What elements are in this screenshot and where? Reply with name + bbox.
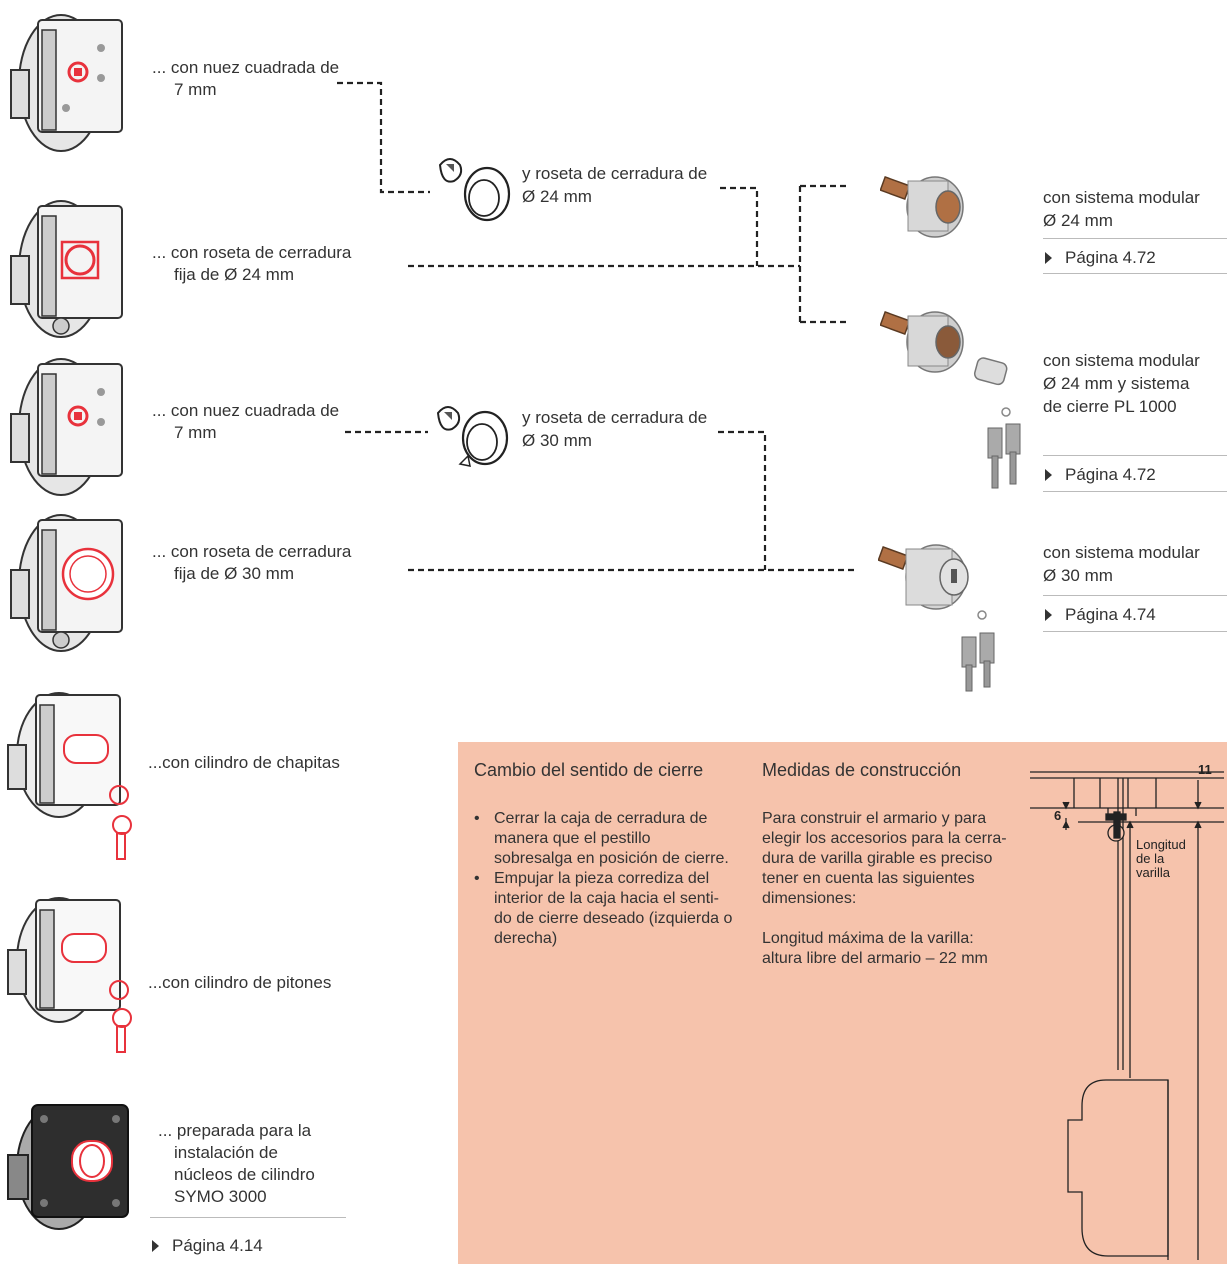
lock-image-pin-cylinder [4,890,144,1065]
modular-24-image [879,165,980,250]
lock-5-label: ...con cilindro de chapitas [148,753,340,772]
page-ref-4-72-a[interactable]: Página 4.72 [1045,248,1156,268]
bullet-2-line3: do de cierre deseado (izquierda o [494,910,733,927]
dim-11-label: 11 [1198,762,1212,777]
lock-image-symo [4,1095,144,1250]
product-3-label-line2: Ø 30 mm [1043,566,1113,585]
lock-2-label-line1: ... con roseta de cerradura [152,243,352,262]
lock-4-label-line2: fija de Ø 30 mm [174,564,294,583]
rosette-30-label-line1: y roseta de cerradura de [522,408,708,427]
lock-2-label-line2: fija de Ø 24 mm [174,265,294,284]
triangle-right-icon [152,1240,159,1252]
para1-line3: dura de varilla girable es preciso [762,850,993,867]
lock-7-label-line2: instalación de [174,1143,278,1162]
para1-line1: Para construir el armario y para [762,810,987,827]
modular-24-pl1000-image [879,300,1030,500]
dim-6-label: 6 [1054,808,1062,823]
lock-7-label-line4: SYMO 3000 [174,1187,267,1206]
divider [1043,273,1227,274]
info-box [458,742,1227,1264]
bullet-1-line3: sobresalga en posición de cierre. [494,850,729,867]
rod-length-label-line1: Longitud [1136,837,1186,852]
page-ref-4-74[interactable]: Página 4.74 [1045,605,1156,625]
page-ref-4-72-b[interactable]: Página 4.72 [1045,465,1156,485]
page-ref-label: Página 4.72 [1065,248,1156,267]
lock-1-label-line1: ... con nuez cuadrada de [152,58,340,77]
rosette-24-label-line2: Ø 24 mm [522,187,592,206]
product-2-label-line2: Ø 24 mm y sistema [1043,374,1190,393]
info-middle-heading: Medidas de construcción [762,760,962,780]
info-left-heading: Cambio del sentido de cierre [474,760,704,780]
modular-30-image [877,535,1008,700]
bullet-2-line1: Empujar la pieza corrediza del [494,870,710,887]
page-ref-label: Página 4.74 [1065,605,1156,624]
lock-image-disc-cylinder [4,685,144,870]
page-ref-label: Página 4.14 [172,1236,263,1255]
rosette-24-image [432,150,517,230]
bullet-2-line2: interior de la caja hacia el senti- [494,890,720,907]
divider [1043,238,1227,239]
triangle-right-icon [1045,469,1052,481]
rod-length-diagram [1030,771,1224,1260]
lock-image-rosette-30 [6,508,136,663]
para2-line2: altura libre del armario – 22 mm [762,950,988,967]
product-2-label-line3: de cierre PL 1000 [1043,397,1177,416]
lock-3-label-line2: 7 mm [174,423,217,442]
product-1-label-line1: con sistema modular [1043,188,1200,207]
bullet-1-line2: manera que el pestillo [494,830,651,847]
lock-image-square-follower-2 [6,352,136,507]
lock-1-label-line2: 7 mm [174,80,217,99]
lock-image-rosette-24 [6,194,136,349]
rod-length-label-line3: varilla [1136,865,1170,880]
lock-3-label-line1: ... con nuez cuadrada de [152,401,340,420]
rosette-24-label-line1: y roseta de cerradura de [522,164,708,183]
lock-image-square-follower [6,8,136,163]
triangle-right-icon [1045,609,1052,621]
divider [1043,491,1227,492]
rosette-30-image [430,398,515,478]
lock-6-label: ...con cilindro de pitones [148,973,332,992]
lock-7-label-line3: núcleos de cilindro [174,1165,315,1184]
divider [1043,595,1227,596]
product-3-label-line1: con sistema modular [1043,543,1200,562]
triangle-right-icon [1045,252,1052,264]
divider [1043,631,1227,632]
page-ref-label: Página 4.72 [1065,465,1156,484]
product-2-label-line1: con sistema modular [1043,351,1200,370]
para1-line2: elegir los accesorios para la cerra- [762,830,1007,847]
product-1-label-line2: Ø 24 mm [1043,211,1113,230]
page-ref-4-14[interactable]: Página 4.14 [152,1236,263,1256]
bullet-1-line1: Cerrar la caja de cerradura de [494,810,708,827]
para1-line5: dimensiones: [762,890,857,907]
para1-line4: tener en cuenta las siguientes [762,870,975,887]
rod-length-label-line2: de la [1136,851,1165,866]
bullet-dot: • [474,810,480,827]
divider [1043,455,1227,456]
rosette-30-label-line2: Ø 30 mm [522,431,592,450]
para2-line1: Longitud máxima de la varilla: [762,930,974,947]
bullet-dot: • [474,870,480,887]
lock-7-label-line1: ... preparada para la [158,1121,312,1140]
divider [150,1217,346,1218]
lock-4-label-line1: ... con roseta de cerradura [152,542,352,561]
bullet-2-line4: derecha) [494,930,558,947]
